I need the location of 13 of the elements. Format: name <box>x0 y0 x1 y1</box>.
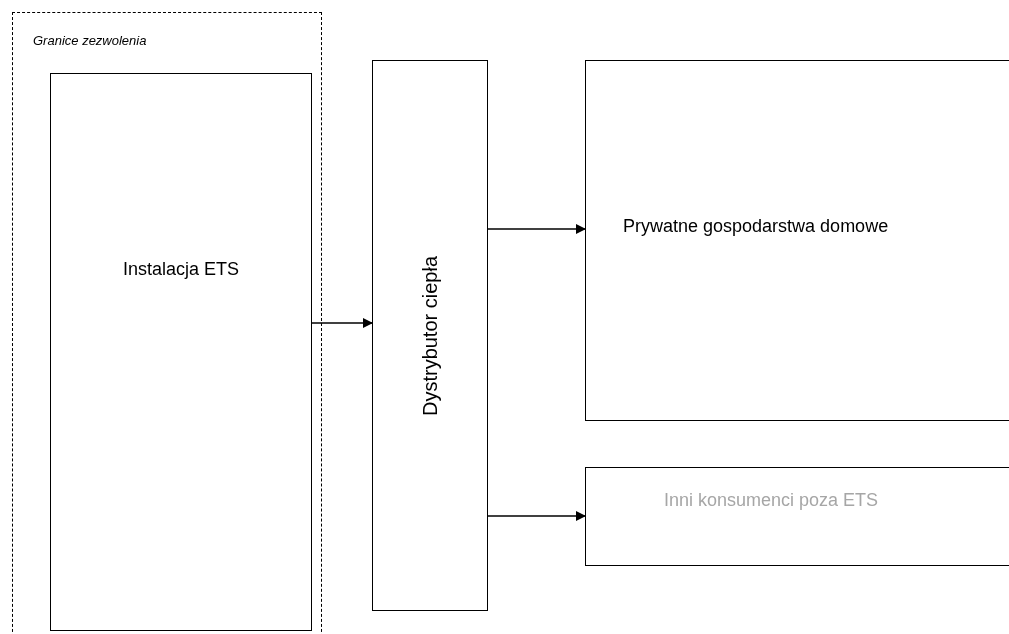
permit-boundary <box>12 12 322 634</box>
node-label: Inni konsumenci poza ETS <box>664 489 879 512</box>
node-label: Dystrybutor ciepła <box>418 255 442 416</box>
node-label: Prywatne gospodarstwa domowe <box>623 215 889 238</box>
arrow <box>487 511 586 521</box>
process-box <box>585 467 1009 566</box>
process-box <box>372 60 488 611</box>
process-box <box>585 60 1009 421</box>
process-box <box>50 73 312 631</box>
node-label: Instalacja ETS <box>121 258 241 281</box>
arrow <box>310 318 373 328</box>
arrow <box>487 224 586 234</box>
boundary-label: Granice zezwolenia <box>33 32 147 50</box>
